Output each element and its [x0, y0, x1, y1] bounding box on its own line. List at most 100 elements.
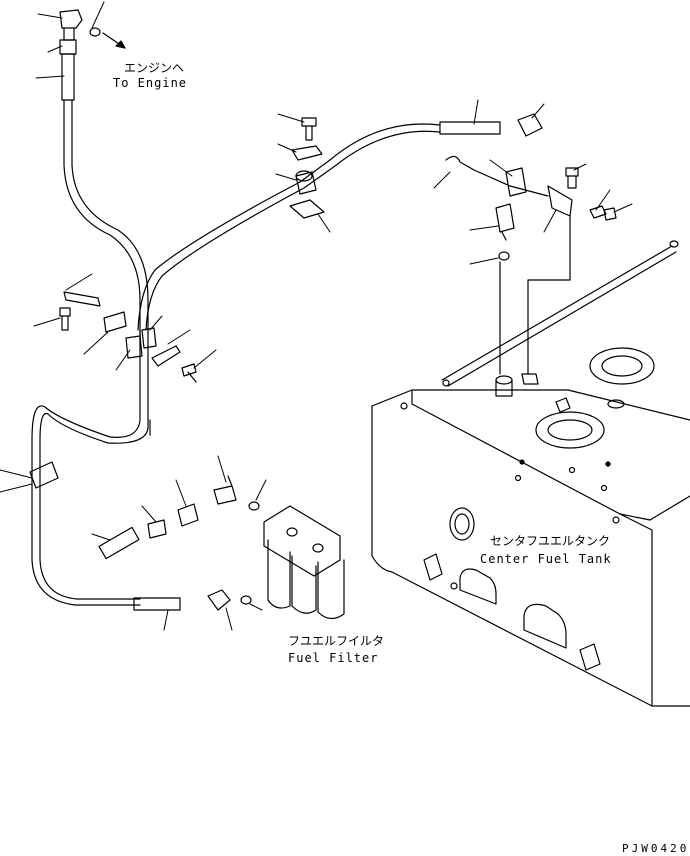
tank-pipe-1-body: [495, 379, 513, 397]
center-fuel-tank: [371, 240, 690, 707]
center-tank-label-en: Center Fuel Tank: [480, 552, 612, 566]
tank-bolt-dot: [600, 484, 608, 492]
leader-line: [47, 45, 63, 53]
tank-tube: [439, 121, 501, 135]
hose-bracket: [445, 155, 549, 197]
tank-bolt-dot: [605, 461, 611, 467]
leader-line: [225, 607, 233, 631]
lower-tube: [133, 597, 181, 611]
bolt-lower: [181, 363, 197, 383]
text-labels: エンジンヘ To Engine センタフユエルタンク Center Fuel T…: [113, 61, 689, 855]
side-flange-left: [423, 553, 443, 581]
sight-gauge-outer: [449, 507, 475, 541]
engine-hose-outer: [31, 99, 141, 606]
center-tank-label-jp: センタフユエルタンク: [490, 534, 610, 548]
drain-valve: [495, 203, 515, 241]
leader-line: [0, 469, 33, 479]
supply-hose-inner: [145, 130, 441, 331]
leader-line: [115, 349, 131, 371]
leader-line: [37, 13, 63, 19]
tank-rod-end: [669, 240, 679, 248]
leader-line: [595, 189, 611, 211]
middle-clamp-group: [59, 291, 197, 383]
leader-line: [433, 171, 451, 189]
clamp-cushion-right: [141, 327, 157, 349]
leader-line: [469, 257, 499, 265]
leader-line: [217, 455, 227, 483]
nut-fitting: [59, 39, 77, 55]
tank-cap-large-inner: [601, 355, 643, 377]
filter-bowl-1: [267, 539, 291, 609]
leader-lines: [0, 1, 633, 631]
left-connector-group: [29, 461, 260, 611]
clamp-bracket-upper: [289, 199, 325, 219]
engine-hose-inner: [39, 99, 149, 600]
tank-bolt: [565, 167, 579, 189]
filter-port-1: [286, 527, 298, 537]
tank-sender-tab: [555, 397, 571, 413]
side-cover-1: [459, 568, 497, 605]
tank-top-surface: [371, 389, 690, 421]
leader-line: [163, 609, 169, 631]
tank-cap-large-outer: [589, 347, 655, 385]
leader-line: [573, 163, 587, 171]
leader-line: [489, 159, 513, 177]
fuel-filter-label-en: Fuel Filter: [288, 651, 378, 665]
tank-front-face: [371, 405, 690, 707]
leader-line: [141, 505, 157, 523]
fuel-filter-label-jp: フユエルフイルタ: [288, 634, 384, 648]
leader-line: [277, 113, 305, 123]
leader-line: [531, 103, 545, 119]
leader-line: [249, 603, 263, 611]
leader-line: [277, 143, 297, 153]
valve-fitting: [505, 167, 527, 197]
tank-bolt-dot: [450, 582, 458, 590]
leader-line: [469, 225, 499, 231]
leader-line: [613, 203, 633, 213]
clamp-cushion-upper-end: [295, 170, 313, 182]
tank-corner: [619, 513, 653, 707]
leader-line: [317, 213, 331, 233]
tank-port-small: [607, 399, 625, 409]
nipple-fitting: [147, 519, 167, 539]
leader-line: [149, 315, 163, 331]
upper-clamp-group: [289, 117, 325, 219]
tank-fitting-group: [439, 113, 617, 375]
o-ring-middle: [248, 501, 260, 511]
tank-bolt-dot: [400, 402, 408, 410]
nut: [603, 207, 617, 221]
clamp-cushion-left: [125, 335, 143, 359]
filter-port-2: [312, 543, 324, 553]
clamp-cushion-upper: [295, 171, 317, 195]
drain-o-ring: [498, 251, 510, 261]
to-engine-label-en: To Engine: [113, 76, 187, 90]
leader-line: [33, 317, 61, 327]
elbow-fitting-middle: [213, 475, 237, 505]
elbow-fitting: [59, 9, 83, 41]
drawing-code: PJW0420: [622, 842, 689, 855]
side-cover-2: [523, 603, 567, 649]
leader-line: [175, 479, 187, 507]
bolt-upper: [301, 117, 317, 141]
tank-pipe-1: [495, 375, 513, 385]
tank-rod: [441, 245, 677, 387]
lower-elbow: [207, 589, 231, 611]
hose-clip: [29, 461, 59, 489]
o-ring: [89, 27, 101, 37]
leader-line: [543, 209, 557, 233]
filter-head: [263, 505, 341, 577]
bracket-strap: [63, 291, 101, 307]
fuel-filter-assembly: [263, 505, 345, 620]
leader-line: [275, 173, 297, 181]
to-engine-label-jp: エンジンヘ: [124, 61, 184, 75]
clamp-plate-left: [103, 311, 127, 333]
clamp-plate-upper: [291, 145, 323, 161]
side-flange-right: [579, 643, 601, 671]
tank-pipe-2: [521, 373, 539, 385]
leader-line: [167, 329, 191, 345]
supply-hose-outer: [137, 123, 441, 331]
leader-line: [255, 479, 267, 501]
leader-line: [91, 1, 105, 29]
tank-bolt-dot: [519, 459, 525, 465]
engine-tube: [61, 53, 75, 101]
